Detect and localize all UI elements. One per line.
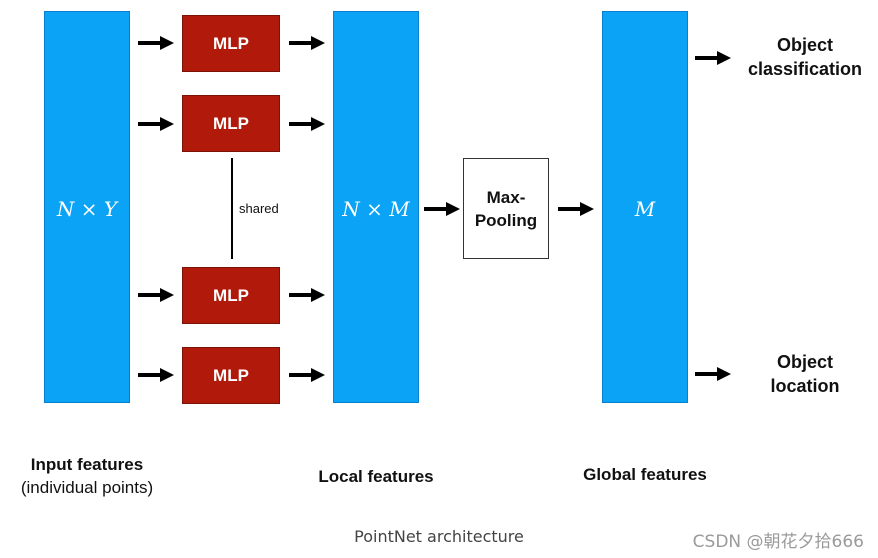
arrow-right-icon bbox=[138, 368, 174, 382]
input-features-title: Input features bbox=[30, 455, 144, 474]
arrow-right-icon bbox=[138, 36, 174, 50]
local-features-heading: Local features bbox=[318, 467, 434, 486]
shared-label: shared bbox=[239, 201, 279, 216]
arrow-right-icon bbox=[138, 117, 174, 131]
local-features-block: N × M bbox=[333, 11, 419, 403]
input-features-block: N × Y bbox=[44, 11, 130, 403]
global-features-block: M bbox=[602, 11, 688, 403]
object-classification-label: Object classification bbox=[747, 35, 863, 79]
global-features-dimension: M bbox=[634, 197, 656, 221]
watermark: CSDN @朝花夕拾666 bbox=[692, 532, 864, 552]
arrow-right-icon bbox=[289, 288, 325, 302]
max-pooling-label: Max- Pooling bbox=[474, 187, 538, 230]
arrow-right-icon bbox=[138, 288, 174, 302]
input-features-heading: Input features (individual points) bbox=[2, 453, 172, 499]
input-features-subtitle: (individual points) bbox=[20, 478, 154, 497]
mlp-block: MLP bbox=[182, 95, 280, 152]
local-features-dimension: N × M bbox=[342, 197, 410, 221]
arrow-right-icon bbox=[558, 202, 594, 216]
figure-caption: PointNet architecture bbox=[354, 527, 524, 546]
arrow-right-icon bbox=[289, 36, 325, 50]
input-features-dimension: N × Y bbox=[56, 197, 118, 221]
arrow-right-icon bbox=[695, 51, 731, 65]
arrow-right-icon bbox=[424, 202, 460, 216]
arrow-right-icon bbox=[289, 368, 325, 382]
arrow-right-icon bbox=[289, 117, 325, 131]
object-location-label: Object location bbox=[770, 352, 840, 396]
max-pooling-box: Max- Pooling bbox=[463, 158, 549, 259]
mlp-block: MLP bbox=[182, 15, 280, 72]
global-features-heading: Global features bbox=[583, 465, 707, 484]
mlp-block: MLP bbox=[182, 267, 280, 324]
shared-connector-line bbox=[231, 158, 233, 259]
arrow-right-icon bbox=[695, 367, 731, 381]
mlp-block: MLP bbox=[182, 347, 280, 404]
